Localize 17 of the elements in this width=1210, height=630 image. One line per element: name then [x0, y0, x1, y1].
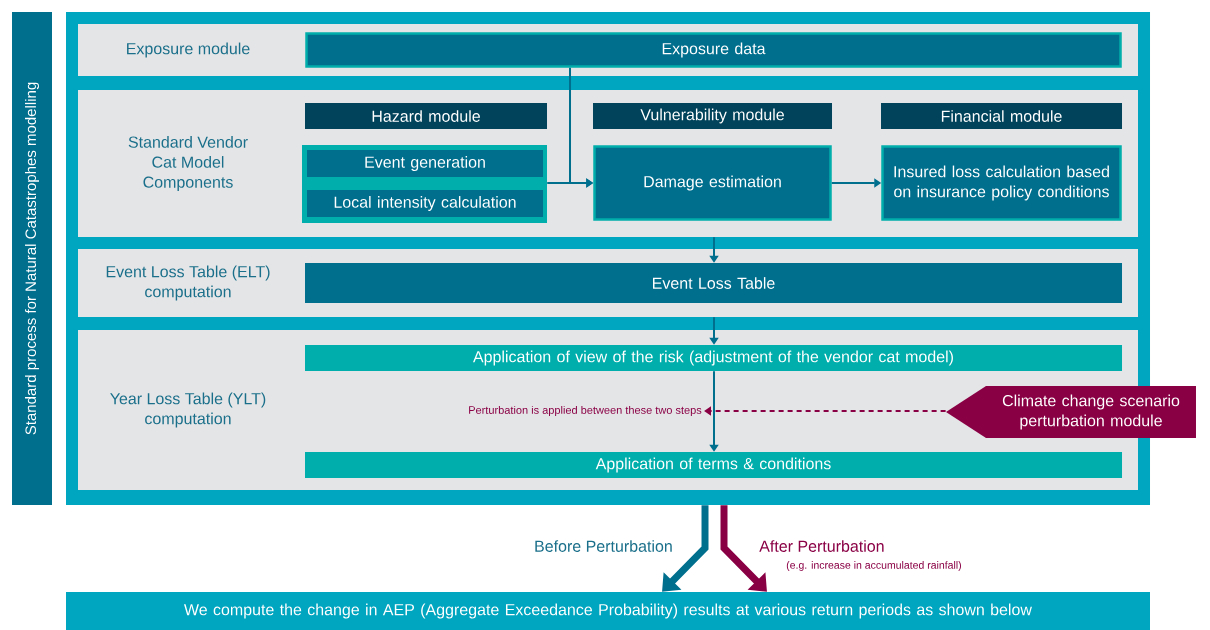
- edge-label: Before Perturbation: [535, 540, 672, 552]
- module-header: Hazard module: [305, 103, 547, 129]
- process-box: Damage estimation: [593, 145, 832, 221]
- process-box: Exposure data: [305, 32, 1122, 68]
- process-box: Insured loss calculation based on insurance policy conditions: [881, 145, 1122, 221]
- process-box: Local intensity calculation: [307, 190, 543, 217]
- edge-label: After Perturbation: [759, 540, 884, 552]
- process-bar: Application of terms & conditions: [305, 452, 1122, 478]
- module-tag: Climate change scenario perturbation module: [946, 386, 1196, 438]
- module-header: Vulnerability module: [593, 103, 832, 129]
- process-bar: Application of view of the risk (adjustment of the vendor cat model): [305, 345, 1122, 371]
- result-bar: We compute the change in AEP (Aggregate Exceedance Probability) results at various return periods as shown below: [66, 592, 1150, 630]
- side-band: Standard process for Natural Catastrophes modelling: [12, 12, 52, 505]
- process-box: Event generation: [307, 150, 543, 177]
- process-box: Event Loss Table: [305, 263, 1122, 303]
- module-header: Financial module: [881, 103, 1122, 129]
- note-text: (e.g. increase in accumulated rainfall): [786, 561, 961, 571]
